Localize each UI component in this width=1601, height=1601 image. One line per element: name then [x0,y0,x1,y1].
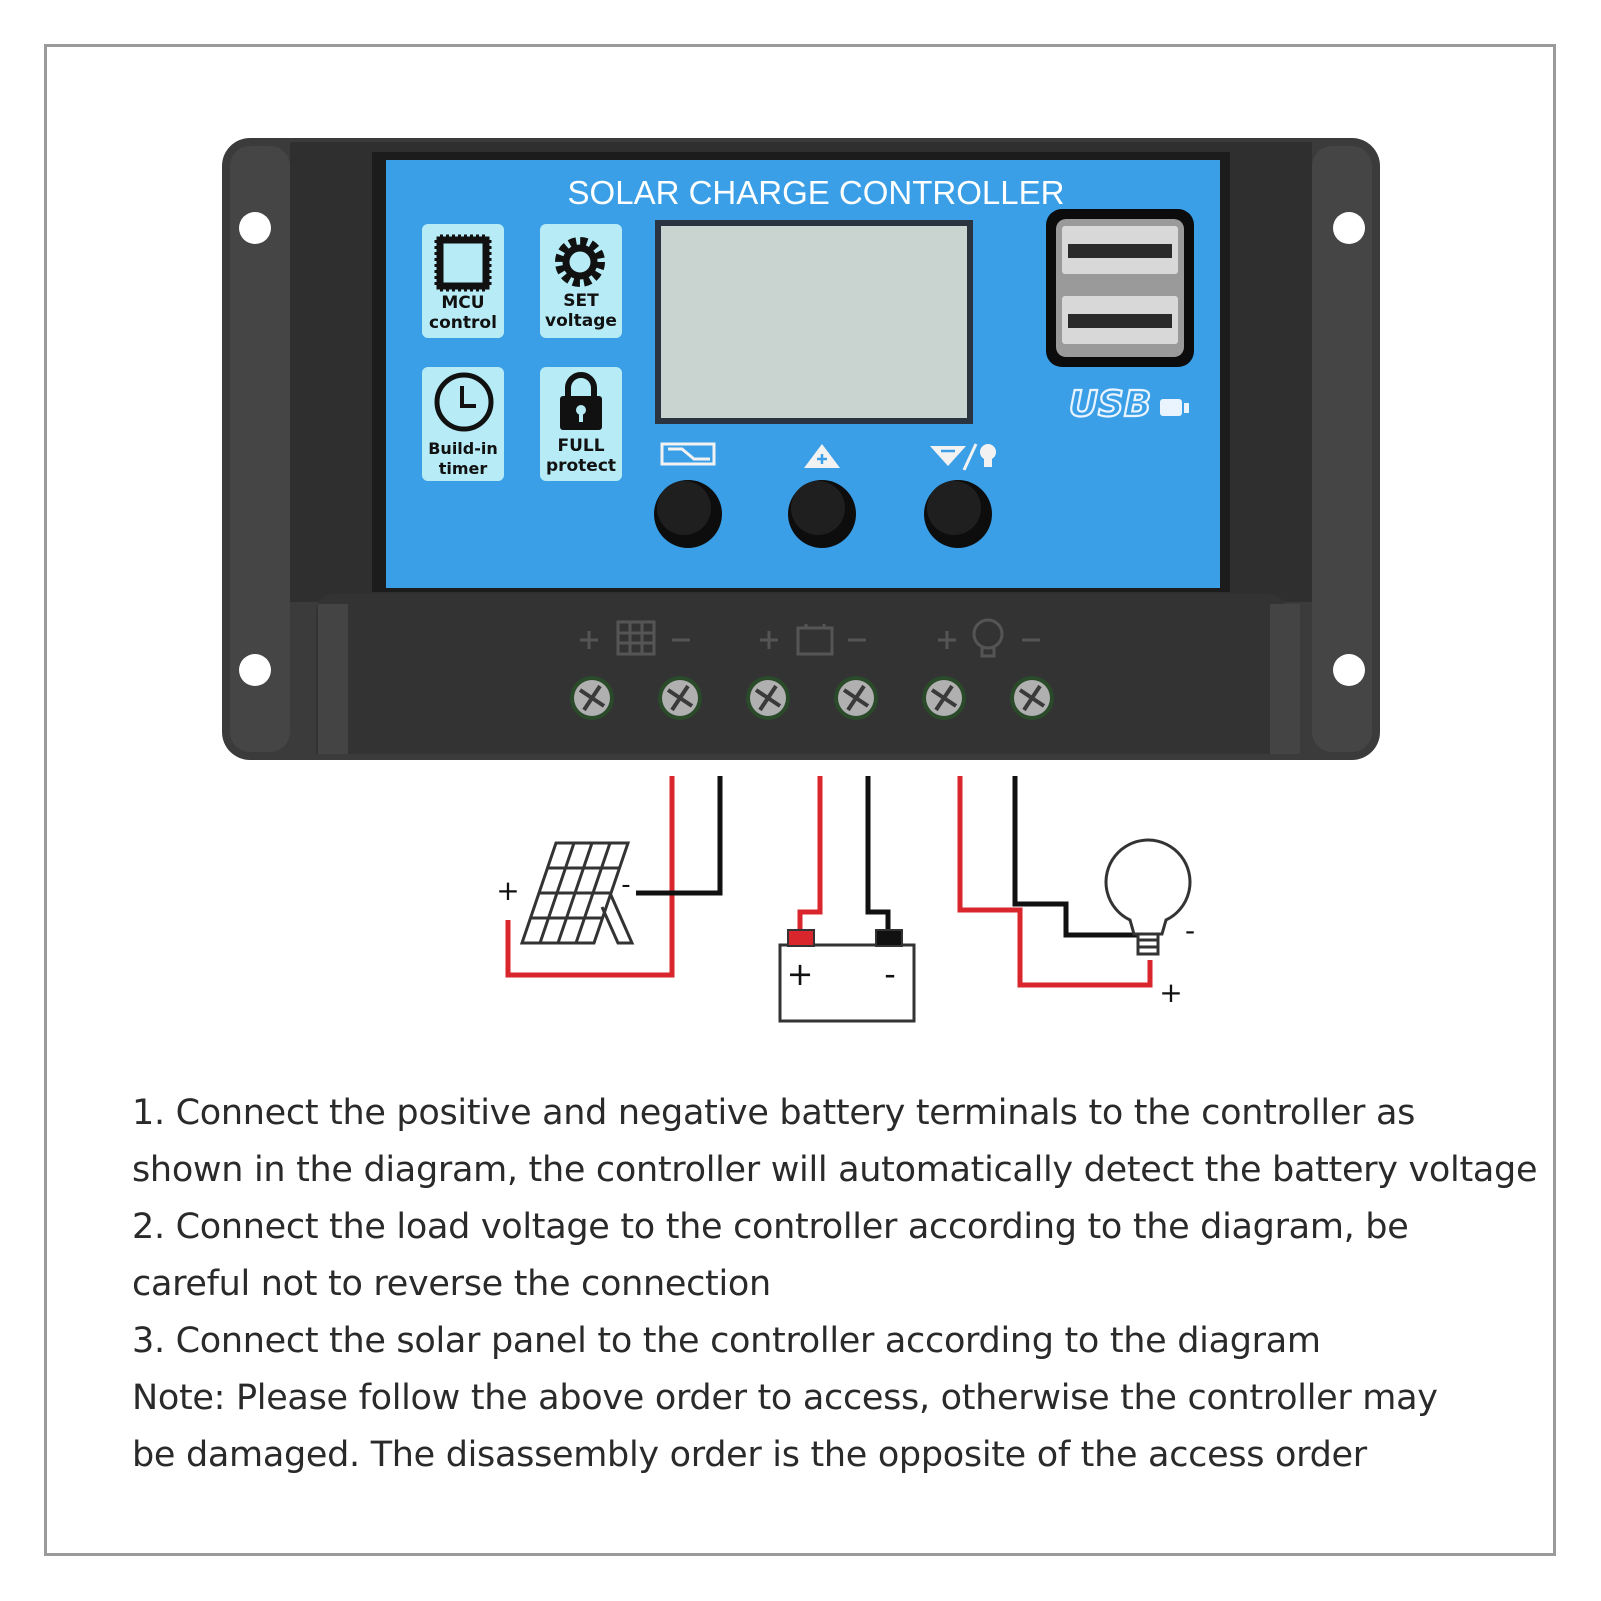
gear-icon [555,237,605,287]
usb-ports [1046,209,1194,367]
feature-mcu-line2: control [429,313,497,333]
usb-logo: USB [1068,383,1189,426]
instruction-line: Note: Please follow the above order to a… [132,1378,1438,1418]
mount-hole-top-right [1333,212,1365,244]
instruction-line: 3. Connect the solar panel to the contro… [132,1321,1321,1361]
up-plus-icon [804,444,840,468]
lcd-screen [661,226,967,418]
solar-plus-label: + [496,874,519,907]
wiring [505,776,1153,988]
battery-icon [760,624,866,656]
image-border [44,44,1556,1556]
controller-title: SOLAR CHARGE CONTROLLER [568,174,1065,211]
solar-red-wire [505,776,675,978]
feature-protect-line1: FULL [557,436,604,456]
feature-protect: FULL protect [540,367,622,481]
down-minus-light-icon [930,443,996,471]
battery-red-wire [797,776,823,930]
chip-icon [434,234,492,292]
feature-set-line1: SET [563,291,599,311]
instructions: 1. Connect the positive and negative bat… [132,1085,1538,1484]
solar-panel-drawing [519,841,635,945]
feature-set-line2: voltage [545,311,617,331]
feature-mcu: MCU control [422,224,504,338]
solar-black-wire [636,776,723,896]
terminal-block [316,594,1300,754]
terminal-screws [570,676,1054,720]
usb-label: USB [1069,384,1152,425]
feature-set-voltage: SET voltage [540,224,622,338]
battery-minus-label: - [884,955,896,993]
battery-plus-label: + [787,955,814,993]
instruction-line: careful not to reverse the connection [132,1264,771,1304]
mount-hole-top-left [239,212,271,244]
instruction-line: be damaged. The disassembly order is the… [132,1435,1367,1475]
load-red-wire [957,776,1153,988]
up-button[interactable] [788,480,856,548]
bulb-drawing [1104,838,1192,956]
lock-icon [560,372,602,430]
solar-panel-icon [580,620,690,656]
bulb-icon [938,618,1040,658]
feature-timer-line2: timer [439,459,488,478]
feature-protect-line2: protect [546,456,616,476]
menu-switch-icon [660,442,716,466]
load-plus-label: + [1159,976,1182,1009]
battery-drawing [778,929,916,1023]
instruction-line: shown in the diagram, the controller wil… [132,1150,1538,1190]
clock-icon [434,372,494,432]
menu-button[interactable] [654,480,722,548]
feature-timer: Build-in timer [422,367,504,481]
feature-mcu-line1: MCU [441,293,484,313]
instruction-line: 1. Connect the positive and negative bat… [132,1093,1416,1133]
feature-timer-line1: Build-in [428,439,498,458]
solar-minus-label: - [621,870,630,900]
mount-hole-bottom-right [1333,654,1365,686]
battery-black-wire [865,776,891,930]
load-minus-label: - [1185,914,1195,947]
mount-hole-bottom-left [239,654,271,686]
down-button[interactable] [924,480,992,548]
load-black-wire [1012,776,1145,938]
instruction-line: 2. Connect the load voltage to the contr… [132,1207,1409,1247]
